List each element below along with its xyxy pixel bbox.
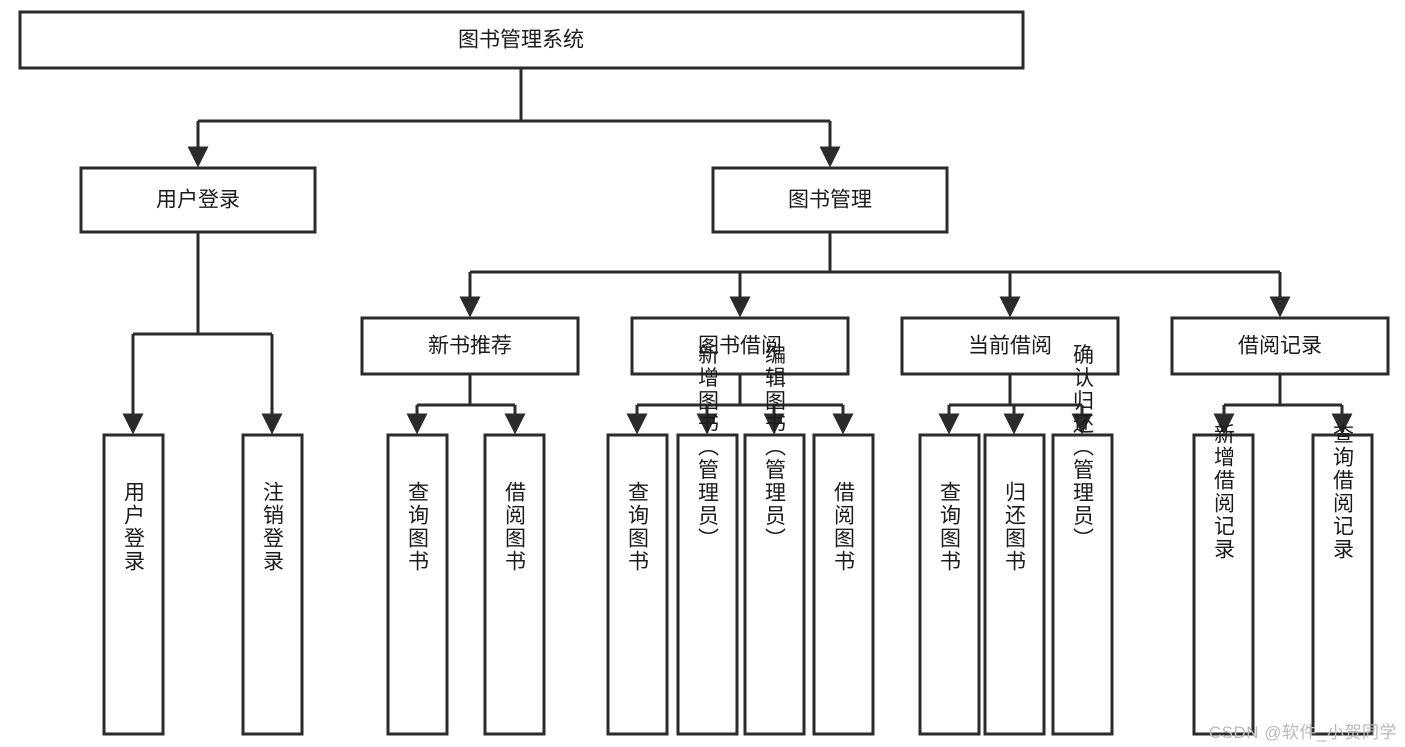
- leaf-label-7: 借阅图书: [832, 481, 856, 573]
- leaf-node[interactable]: 查询图书: [386, 433, 449, 736]
- leaf-label-5: 新增图书（管理员）: [696, 344, 720, 551]
- leaf-node[interactable]: 借阅图书: [812, 433, 875, 736]
- leaf-box-2[interactable]: [386, 433, 449, 736]
- node-book-mgmt-box[interactable]: [711, 166, 949, 234]
- edge-group-book-mgmt: [459, 232, 1291, 318]
- leaf-node[interactable]: 归还图书: [983, 433, 1046, 736]
- node-user-login[interactable]: 用户登录: [79, 166, 317, 234]
- node-root[interactable]: 图书管理系统: [18, 10, 1025, 70]
- node-book-mgmt-label: 图书管理: [788, 189, 872, 212]
- leaf-node[interactable]: 确认归还（管理员）: [1051, 344, 1114, 736]
- node-records-label: 借阅记录: [1238, 335, 1322, 358]
- edge-group-records: [1213, 374, 1353, 435]
- leaf-node[interactable]: 用户登录: [102, 433, 165, 736]
- leaf-node[interactable]: 新增借阅记录: [1192, 423, 1255, 736]
- node-user-login-box[interactable]: [79, 166, 317, 234]
- node-new-books-box[interactable]: [360, 316, 580, 376]
- node-new-books-label: 新书推荐: [428, 335, 512, 358]
- leaf-box-8[interactable]: [918, 433, 981, 736]
- node-current-box[interactable]: [900, 316, 1120, 376]
- leaf-box-9[interactable]: [983, 433, 1046, 736]
- leaf-label-2: 查询图书: [406, 481, 430, 573]
- node-root-label: 图书管理系统: [458, 29, 584, 52]
- leaf-box-0[interactable]: [102, 433, 165, 736]
- node-user-login-label: 用户登录: [156, 189, 240, 212]
- edge-group-current: [938, 374, 1093, 435]
- leaf-label-8: 查询图书: [938, 481, 962, 573]
- node-current-label: 当前借阅: [968, 335, 1052, 358]
- edge-group-borrow: [626, 374, 854, 435]
- leaf-label-0: 用户登录: [122, 481, 146, 573]
- node-book-mgmt[interactable]: 图书管理: [711, 166, 949, 234]
- leaf-box-5[interactable]: [676, 433, 739, 736]
- node-records[interactable]: 借阅记录: [1170, 316, 1390, 376]
- leaf-box-6[interactable]: [743, 433, 806, 736]
- leaf-box-10[interactable]: [1051, 433, 1114, 736]
- node-borrow-label: 图书借阅: [698, 335, 782, 358]
- leaf-box-1[interactable]: [241, 433, 304, 736]
- node-records-box[interactable]: [1170, 316, 1390, 376]
- leaf-node[interactable]: 借阅图书: [483, 433, 546, 736]
- leaf-box-4[interactable]: [606, 433, 669, 736]
- leaf-node[interactable]: 查询图书: [606, 433, 669, 736]
- leaf-box-12[interactable]: [1311, 433, 1374, 736]
- leaf-node[interactable]: 查询借阅记录: [1311, 423, 1374, 736]
- leaf-node[interactable]: 注销登录: [241, 433, 304, 736]
- leaf-label-10: 确认归还（管理员）: [1071, 344, 1095, 551]
- leaf-node[interactable]: 新增图书（管理员）: [676, 344, 739, 736]
- edge-group-user-login: [122, 232, 283, 435]
- node-new-books[interactable]: 新书推荐: [360, 316, 580, 376]
- leaf-label-1: 注销登录: [261, 481, 285, 573]
- leaf-label-12: 查询借阅记录: [1331, 423, 1355, 561]
- leaf-label-9: 归还图书: [1003, 481, 1027, 573]
- leaf-label-4: 查询图书: [626, 481, 650, 573]
- leaf-label-11: 新增借阅记录: [1212, 423, 1236, 561]
- leaf-box-11[interactable]: [1192, 433, 1255, 736]
- node-root-box[interactable]: [18, 10, 1025, 70]
- leaf-node[interactable]: 编辑图书（管理员）: [743, 344, 806, 736]
- leaf-box-7[interactable]: [812, 433, 875, 736]
- leaf-box-3[interactable]: [483, 433, 546, 736]
- leaf-label-3: 借阅图书: [503, 481, 527, 573]
- node-current[interactable]: 当前借阅: [900, 316, 1120, 376]
- csdn-watermark: CSDN @软件_小贺同学: [1208, 723, 1397, 742]
- leaf-node[interactable]: 查询图书: [918, 433, 981, 736]
- node-borrow-box[interactable]: [630, 316, 850, 376]
- leaf-label-6: 编辑图书（管理员）: [763, 344, 787, 551]
- edge-group-root: [187, 68, 841, 168]
- edge-group-new-books: [406, 374, 526, 435]
- node-borrow[interactable]: 图书借阅: [630, 316, 850, 376]
